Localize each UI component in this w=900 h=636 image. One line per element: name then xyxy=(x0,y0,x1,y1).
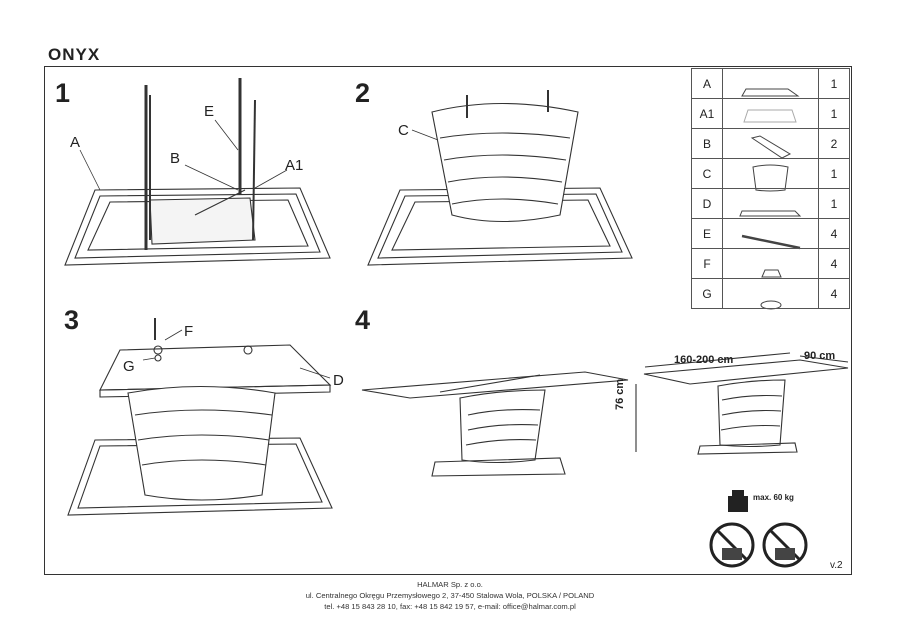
step-number-3: 3 xyxy=(64,305,80,335)
callout-a: A xyxy=(70,134,81,151)
part-code: D xyxy=(691,188,723,219)
step1-drawing xyxy=(64,78,331,266)
part-image xyxy=(722,68,819,99)
product-title: ONYX xyxy=(48,45,101,64)
step-number-4: 4 xyxy=(355,305,371,335)
part-code: G xyxy=(691,278,723,309)
callout-a1: A1 xyxy=(285,157,304,174)
step-number-1: 1 xyxy=(55,78,71,108)
part-qty: 4 xyxy=(818,218,850,249)
table-row: A1 1 xyxy=(691,98,850,129)
footer-company: HALMAR Sp. z o.o. xyxy=(417,580,483,589)
part-qty: 4 xyxy=(818,248,850,279)
part-code: B xyxy=(691,128,723,159)
step-number-2: 2 xyxy=(355,78,371,108)
callout-e: E xyxy=(204,103,215,120)
step2-drawing xyxy=(367,90,633,266)
part-image xyxy=(722,158,819,189)
callout-g: G xyxy=(123,358,135,375)
part-qty: 4 xyxy=(818,278,850,309)
weight-icon xyxy=(732,490,744,496)
part-qty: 1 xyxy=(818,158,850,189)
footer-contact: tel. +48 15 843 28 10, fax: +48 15 842 1… xyxy=(324,602,576,611)
warning-icons xyxy=(709,490,808,568)
part-qty: 1 xyxy=(818,68,850,99)
dimension-drawing xyxy=(635,352,849,455)
part-code: F xyxy=(691,248,723,279)
callout-c: C xyxy=(398,122,409,139)
part-image xyxy=(722,188,819,219)
part-qty: 1 xyxy=(818,188,850,219)
callout-f: F xyxy=(184,323,194,340)
dimension-width: 90 cm xyxy=(804,350,836,362)
part-image xyxy=(722,278,819,309)
part-qty: 2 xyxy=(818,128,850,159)
part-image xyxy=(722,248,819,279)
step4-drawing xyxy=(361,371,629,477)
dimension-length: 160-200 cm xyxy=(674,354,734,366)
part-code: A xyxy=(691,68,723,99)
callout-d: D xyxy=(333,372,344,389)
dimension-height: 76 cm xyxy=(614,378,626,410)
part-image xyxy=(722,98,819,129)
part-code: C xyxy=(691,158,723,189)
callout-b: B xyxy=(170,150,181,167)
footer-address: ul. Centralnego Okręgu Przemysłowego 2, … xyxy=(305,591,595,600)
max-weight-label: max. 60 kg xyxy=(753,493,794,502)
part-image xyxy=(722,218,819,249)
version-label: v.2 xyxy=(830,560,843,571)
part-qty: 1 xyxy=(818,98,850,129)
part-image xyxy=(722,128,819,159)
part-code: A1 xyxy=(691,98,723,129)
step3-drawing xyxy=(67,318,333,516)
instruction-frame xyxy=(44,66,852,575)
part-code: E xyxy=(691,218,723,249)
